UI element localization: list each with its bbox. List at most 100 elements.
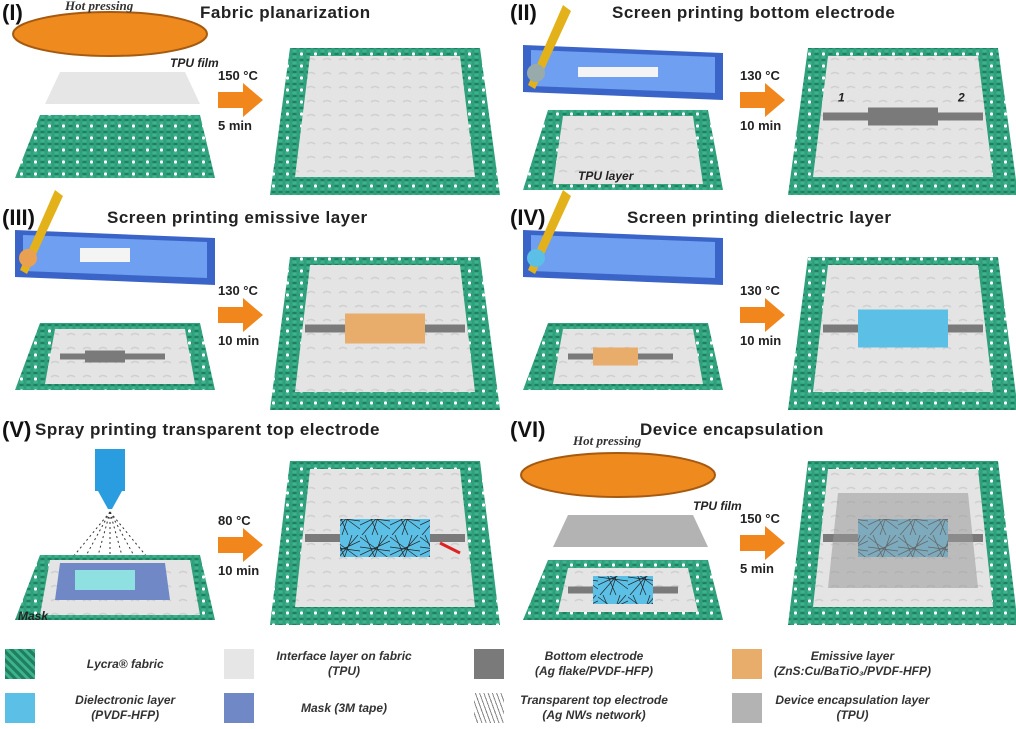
process-arrow-icon — [740, 298, 785, 332]
transparent-top-electrode — [593, 576, 653, 604]
dielectric-layer — [75, 570, 135, 590]
screen-pattern — [578, 67, 658, 77]
temperature-label: 130 °C — [740, 68, 781, 83]
legend-item: Device encapsulation layer(TPU) — [732, 688, 942, 728]
legend-swatch — [474, 649, 505, 679]
legend-item: Mask (3M tape) — [224, 688, 434, 728]
panel-3: (III) Screen printing emissive layer 130 °… — [2, 190, 500, 410]
spray-line — [95, 511, 111, 564]
process-arrow-icon — [218, 83, 263, 117]
spray-nozzle-icon — [95, 449, 125, 491]
panel-label: (V) — [2, 417, 31, 442]
hot-pressing-label: Hot pressing — [572, 433, 642, 448]
legend-swatch — [5, 649, 36, 679]
hot-press-plate — [12, 11, 208, 57]
tpu-film-label: TPU film — [170, 56, 219, 70]
time-label: 10 min — [218, 333, 259, 348]
temperature-label: 130 °C — [218, 283, 259, 298]
legend-sublabel: (TPU) — [328, 664, 361, 678]
panel-title: Fabric planarization — [200, 3, 371, 22]
legend-swatch — [224, 649, 255, 679]
time-label: 5 min — [218, 118, 252, 133]
process-arrow-icon — [218, 528, 263, 562]
legend-label: Emissive layer — [810, 649, 895, 663]
temperature-label: 80 °C — [218, 513, 251, 528]
hot-press-plate — [520, 452, 716, 498]
temperature-label: 150 °C — [740, 511, 781, 526]
source-fabric — [15, 115, 215, 178]
hot-pressing-label: Hot pressing — [64, 0, 134, 13]
temperature-label: 130 °C — [740, 283, 781, 298]
screen-mesh — [531, 235, 715, 278]
panel-title: Spray printing transparent top electrode — [35, 420, 380, 439]
legend-item: Interface layer on fabric(TPU) — [224, 644, 434, 684]
legend-label: Dielectronic layer — [75, 693, 176, 707]
legend-swatch — [474, 693, 505, 723]
temperature-label: 150 °C — [218, 68, 259, 83]
spray-nozzle-tip — [98, 491, 122, 509]
bottom-electrode-pad — [868, 107, 938, 126]
legend-label: Bottom electrode — [544, 649, 644, 663]
legend-label: Device encapsulation layer — [775, 693, 930, 707]
time-label: 10 min — [740, 118, 781, 133]
tpu-film — [553, 515, 708, 547]
bottom-electrode-pad — [85, 350, 125, 363]
legend-swatch — [732, 649, 763, 679]
dielectric-layer — [858, 309, 948, 348]
legend-item: Emissive layer(ZnS:Cu/BaTiO₃/PVDF-HFP) — [732, 644, 942, 684]
legend-sublabel: (PVDF-HFP) — [91, 708, 160, 722]
legend-swatch — [224, 693, 255, 723]
emissive-layer — [593, 347, 638, 366]
legend-label: Transparent top electrode — [520, 693, 668, 707]
tpu-interface-layer — [295, 56, 475, 177]
transparent-top-electrode — [340, 519, 430, 557]
legend-sublabel: (ZnS:Cu/BaTiO₃/PVDF-HFP) — [773, 664, 931, 678]
panel-label: (I) — [2, 0, 23, 25]
spray-line — [67, 511, 111, 564]
panel-title: Screen printing emissive layer — [107, 208, 368, 227]
electrode-marker-2: 2 — [957, 91, 965, 105]
panel-5: (V)Spray printing transparent top electr… — [2, 417, 500, 625]
spray-line — [109, 511, 125, 564]
panel-label: (III) — [2, 205, 35, 230]
panel-4: (IV)Screen printing dielectric layer130 … — [510, 190, 1016, 410]
lycra-fabric — [15, 115, 215, 178]
tpu-film — [45, 72, 200, 104]
ink-drop — [19, 249, 37, 267]
process-arrow-icon — [740, 526, 785, 560]
mask-label: Mask — [18, 609, 49, 623]
legend-item: Transparent top electrode(Ag NWs network… — [474, 688, 684, 728]
time-label: 10 min — [740, 333, 781, 348]
source-fabric — [523, 110, 723, 190]
panel-1: (I) Fabric planarization 150 °C 5 min Hot pr… — [2, 0, 500, 195]
legend-sublabel: (Ag flake/PVDF-HFP) — [535, 664, 654, 678]
tpu-layer-label: TPU layer — [578, 169, 635, 183]
legend-item: Bottom electrode(Ag flake/PVDF-HFP) — [474, 644, 684, 684]
legend-label: Interface layer on fabric — [276, 649, 412, 663]
tpu-interface-layer — [553, 116, 703, 184]
red-arrow-icon — [439, 541, 461, 555]
tpu-film-label: TPU film — [693, 499, 742, 513]
panel-title: Screen printing bottom electrode — [612, 3, 895, 22]
process-arrow-icon — [218, 298, 263, 332]
panel-label: (II) — [510, 0, 537, 25]
electrode-marker-1: 1 — [838, 91, 845, 105]
screen-pattern — [80, 248, 130, 262]
result-fabric — [270, 48, 500, 195]
legend-item: Lycra® fabric — [5, 644, 215, 684]
legend-item: Dielectronic layer(PVDF-HFP) — [5, 688, 215, 728]
panel-title: Device encapsulation — [640, 420, 824, 439]
ink-drop — [527, 64, 545, 82]
time-label: 5 min — [740, 561, 774, 576]
legend-sublabel: (TPU) — [836, 708, 869, 722]
legend-swatch — [5, 693, 36, 723]
legend-label: Lycra® fabric — [86, 656, 164, 671]
spray-line — [109, 511, 153, 564]
encapsulation-layer — [828, 493, 978, 588]
time-label: 10 min — [218, 563, 259, 578]
panel-title: Screen printing dielectric layer — [627, 208, 891, 227]
process-arrow-icon — [740, 83, 785, 117]
